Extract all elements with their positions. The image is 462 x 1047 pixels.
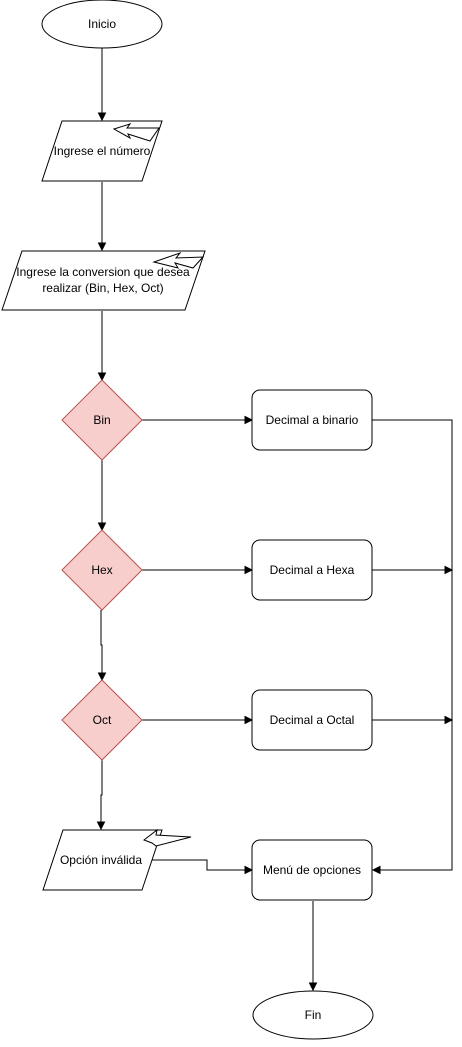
decision-hex-label: Hex xyxy=(91,563,112,577)
input-number-label: Ingrese el número xyxy=(54,144,151,158)
input-conversion-node: Ingrese la conversion que desea realizar… xyxy=(1,250,206,311)
process-octal-label: Decimal a Octal xyxy=(270,713,355,727)
start-node: Inicio xyxy=(41,0,163,49)
edge-hex-to-hexa xyxy=(142,565,254,575)
input-conversion-label-line1: Ingrese la conversion que desea xyxy=(16,265,190,279)
process-hexa-label: Decimal a Hexa xyxy=(270,563,355,577)
edge-hexa-to-trunk xyxy=(372,565,454,575)
menu-node: Menú de opciones xyxy=(251,839,373,901)
end-label: Fin xyxy=(305,1008,322,1022)
edge-bin-to-hex xyxy=(97,460,107,532)
end-node: Fin xyxy=(252,990,374,1040)
decision-oct-node: Oct xyxy=(61,679,143,761)
menu-label: Menú de opciones xyxy=(263,863,361,877)
edge-input-conversion-to-bin xyxy=(97,311,107,382)
edge-invalid-to-menu xyxy=(150,859,254,875)
decision-bin-label: Bin xyxy=(93,413,110,427)
decision-bin-node: Bin xyxy=(61,379,143,461)
process-binary-label: Decimal a binario xyxy=(266,413,359,427)
edge-oct-to-octal xyxy=(142,715,254,725)
edge-octal-to-trunk xyxy=(372,715,454,725)
edge-menu-to-end xyxy=(308,901,318,992)
process-binary-node: Decimal a binario xyxy=(251,389,373,451)
edge-bin-to-binary xyxy=(142,415,254,425)
input-number-node: Ingrese el número xyxy=(41,120,163,182)
process-octal-node: Decimal a Octal xyxy=(251,689,373,751)
edge-binary-to-menu xyxy=(371,419,453,875)
edge-hex-to-oct xyxy=(97,610,107,682)
input-conversion-arrow-icon xyxy=(152,251,205,269)
invalid-option-label: Opción inválida xyxy=(60,853,142,867)
invalid-option-arrow-icon xyxy=(142,828,192,847)
input-conversion-label-line2: realizar (Bin, Hex, Oct) xyxy=(42,281,163,295)
edge-input-number-to-input-conversion xyxy=(97,182,107,252)
invalid-option-node: Opción inválida xyxy=(42,828,192,891)
process-hexa-node: Decimal a Hexa xyxy=(251,539,373,601)
input-number-arrow-icon xyxy=(112,123,160,142)
decision-oct-label: Oct xyxy=(93,713,112,727)
start-label: Inicio xyxy=(88,17,116,31)
edge-start-to-input-number xyxy=(97,48,107,122)
decision-hex-node: Hex xyxy=(61,529,143,611)
edge-oct-to-invalid xyxy=(96,760,106,831)
